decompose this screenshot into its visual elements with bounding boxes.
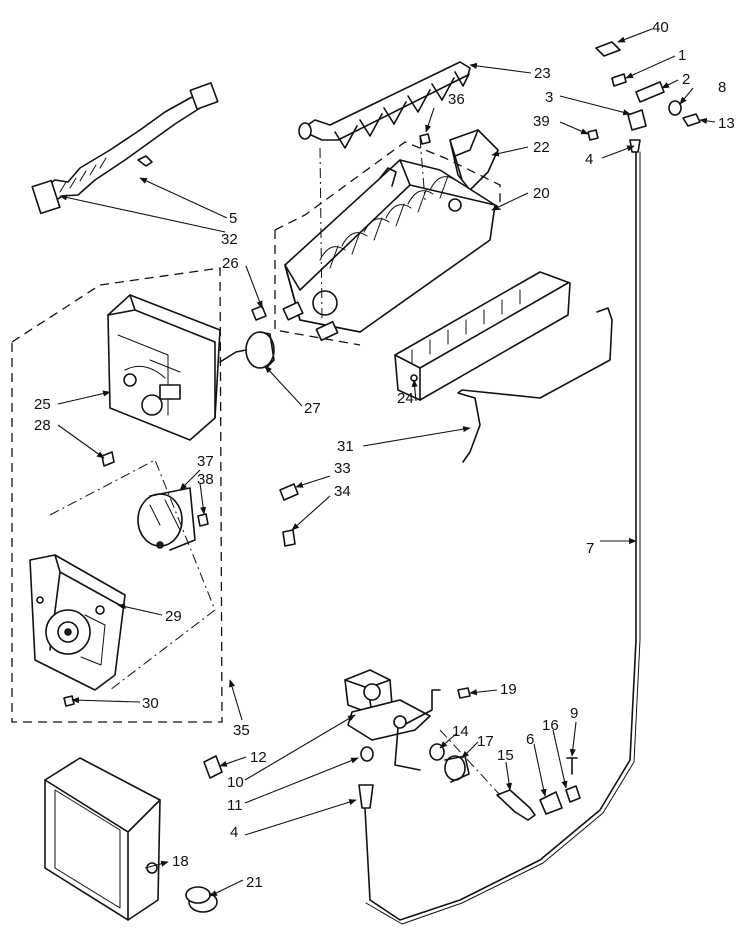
water-valve xyxy=(344,669,441,771)
control-housing xyxy=(107,294,221,441)
callout-39: 39 xyxy=(533,113,550,130)
callout-3: 3 xyxy=(545,89,553,106)
dashed-boundaries xyxy=(11,137,501,796)
callout-33: 33 xyxy=(334,460,351,477)
callout-15: 15 xyxy=(497,747,514,764)
ejector xyxy=(298,61,471,149)
callout-27: 27 xyxy=(304,400,321,417)
callout-40: 40 xyxy=(652,19,669,36)
callout-7: 7 xyxy=(586,540,594,557)
leader-lines xyxy=(57,28,716,897)
callout-29: 29 xyxy=(165,608,182,625)
callout-2: 2 xyxy=(682,71,690,88)
mold xyxy=(282,159,496,342)
gear-plate xyxy=(29,554,126,691)
callout-5: 5 xyxy=(229,210,237,227)
callout-21: 21 xyxy=(246,874,263,891)
callout-35: 35 xyxy=(233,722,250,739)
callout-22: 22 xyxy=(533,139,550,156)
water-tube xyxy=(364,151,641,925)
callout-23: 23 xyxy=(534,65,551,82)
shutoff-arm xyxy=(457,307,613,463)
callout-30: 30 xyxy=(142,695,159,712)
callout-25: 25 xyxy=(34,396,51,413)
callout-14: 14 xyxy=(452,723,469,740)
callout-17: 17 xyxy=(477,733,494,750)
callout-32: 32 xyxy=(221,231,238,248)
callout-37: 37 xyxy=(197,453,214,470)
callout-31: 31 xyxy=(337,438,354,455)
knob xyxy=(185,886,218,913)
thermostat xyxy=(219,331,275,369)
callout-6: 6 xyxy=(526,731,534,748)
callout-38: 38 xyxy=(197,471,214,488)
valve-fittings xyxy=(358,743,581,821)
motor xyxy=(137,487,196,551)
callout-20: 20 xyxy=(533,185,550,202)
wire-harness xyxy=(31,82,219,215)
callout-11: 11 xyxy=(227,797,243,814)
callout-13: 13 xyxy=(718,115,735,132)
callout-10: 10 xyxy=(227,774,244,791)
callout-24: 24 xyxy=(397,390,414,407)
ice-stripper xyxy=(394,271,571,401)
front-cover xyxy=(44,757,161,921)
callout-labels: 40 1 2 3 8 13 39 4 23 36 22 20 5 32 26 2… xyxy=(34,19,735,891)
callout-4-upper: 4 xyxy=(585,151,593,168)
callout-12: 12 xyxy=(250,749,267,766)
callout-1: 1 xyxy=(678,47,686,64)
callout-18: 18 xyxy=(172,853,189,870)
callout-16: 16 xyxy=(542,717,559,734)
callout-19: 19 xyxy=(500,681,517,698)
callout-4-lower: 4 xyxy=(230,824,238,841)
callout-36: 36 xyxy=(448,91,465,108)
callout-28: 28 xyxy=(34,417,51,434)
cover xyxy=(449,129,499,191)
callout-26: 26 xyxy=(222,255,239,272)
callout-9: 9 xyxy=(570,705,578,722)
callout-34: 34 xyxy=(334,483,351,500)
callout-8: 8 xyxy=(718,79,726,96)
